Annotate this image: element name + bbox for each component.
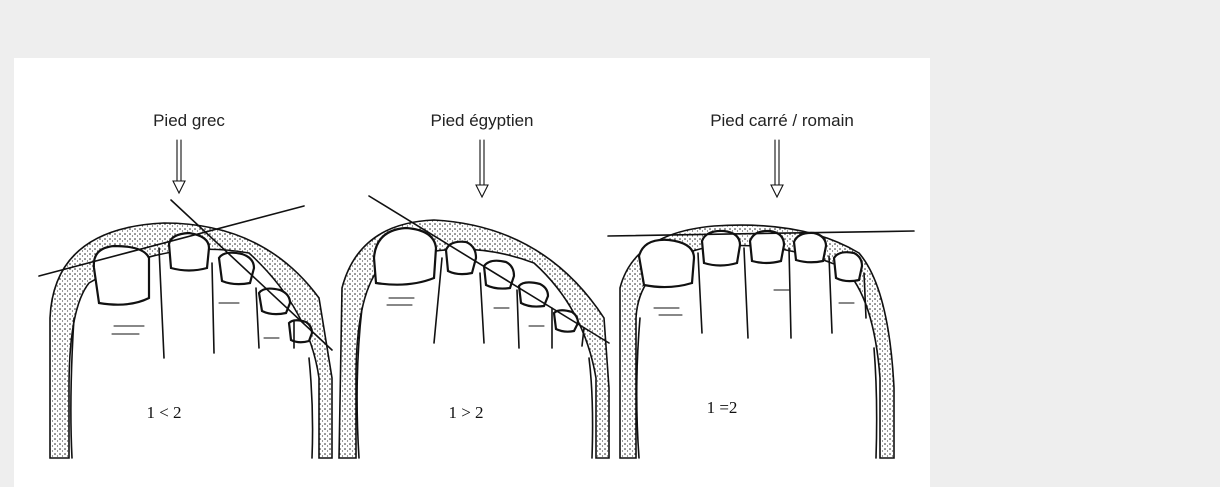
roman-toe-3 — [750, 231, 784, 263]
roman-toe-1 — [639, 240, 694, 287]
egyptian-foot-label: Pied égyptien — [430, 111, 533, 130]
egyptian-foot-arrow — [476, 140, 488, 197]
greek-toe-4 — [259, 289, 290, 315]
greek-foot: Pied grec 1 < 2 — [39, 111, 332, 458]
greek-toe-2 — [169, 233, 209, 271]
greek-foot-label: Pied grec — [153, 111, 225, 130]
roman-toe-5 — [834, 252, 862, 281]
greek-toe-5 — [289, 320, 312, 342]
greek-foot-ratio: 1 < 2 — [146, 403, 181, 422]
diagram-panel: Pied grec 1 < 2 Pied égyptien — [14, 58, 930, 487]
roman-foot: Pied carré / romain 1 =2 — [608, 111, 914, 458]
egyptian-toe-1 — [374, 228, 436, 285]
egyptian-foot: Pied égyptien 1 > 2 — [339, 111, 609, 458]
roman-toe-4 — [794, 233, 826, 262]
roman-toe-2 — [702, 231, 740, 266]
roman-foot-ratio: 1 =2 — [707, 398, 738, 417]
egyptian-toe-3 — [484, 261, 514, 289]
greek-foot-arrow — [173, 140, 185, 193]
foot-types-diagram: Pied grec 1 < 2 Pied égyptien — [14, 58, 930, 487]
egyptian-foot-ratio: 1 > 2 — [448, 403, 483, 422]
greek-toe-3 — [219, 253, 254, 284]
roman-foot-arrow — [771, 140, 783, 197]
roman-foot-label: Pied carré / romain — [710, 111, 854, 130]
